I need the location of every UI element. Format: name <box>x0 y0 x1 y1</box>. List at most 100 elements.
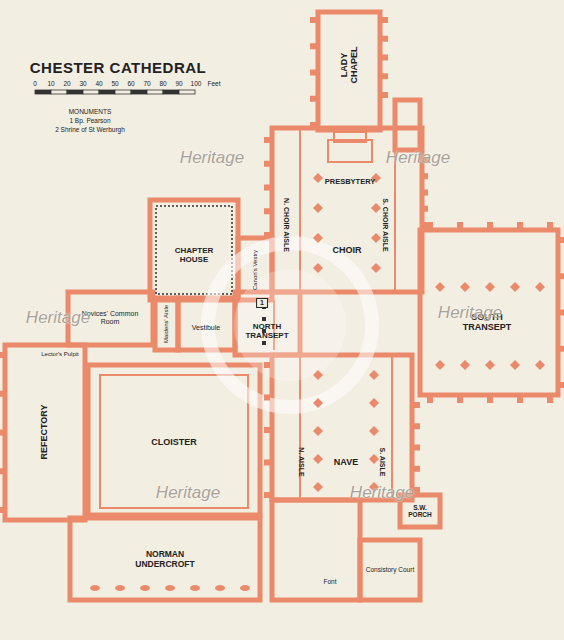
room-label: CLOISTER <box>151 437 197 447</box>
buttress <box>382 17 388 23</box>
pier <box>485 282 495 292</box>
buttress <box>558 273 564 279</box>
column <box>115 585 125 591</box>
pier <box>313 233 323 243</box>
pier <box>435 360 445 370</box>
walls <box>5 12 558 600</box>
scale-number: 90 <box>175 80 182 87</box>
column <box>240 585 250 591</box>
watermark-disc <box>234 269 346 381</box>
buttress <box>310 122 316 128</box>
pier <box>460 282 470 292</box>
pier <box>460 360 470 370</box>
room-label: S. AISLE <box>378 448 386 477</box>
watermark: Heritage <box>156 483 220 503</box>
room-label: Maidens' Aisle <box>163 305 170 343</box>
buttress <box>264 232 270 238</box>
watermark: Heritage <box>26 308 90 328</box>
room-label: NORTH TRANSEPT <box>236 322 298 340</box>
buttress <box>558 310 564 316</box>
legend-entry: 1 Bp. Pearson <box>69 117 110 124</box>
scale-number: 60 <box>127 80 134 87</box>
buttress <box>547 222 553 228</box>
buttress <box>457 222 463 228</box>
scale-bar <box>163 90 179 94</box>
pier <box>313 203 323 213</box>
buttress <box>414 402 420 408</box>
buttress <box>422 173 428 179</box>
pier <box>369 426 379 436</box>
legend-entry: 2 Shrine of St Werburgh <box>55 126 125 133</box>
pier <box>369 454 379 464</box>
pier <box>313 173 323 183</box>
pier <box>313 482 323 492</box>
buttress <box>517 222 523 228</box>
scale-number: 70 <box>143 80 150 87</box>
pier <box>510 360 520 370</box>
room-label: CHOIR <box>333 245 362 255</box>
buttress <box>558 237 564 243</box>
column <box>262 341 266 345</box>
scale-number: 20 <box>63 80 70 87</box>
scale-bar <box>115 90 131 94</box>
room-label: S.W. PORCH <box>402 504 438 519</box>
room-label: N. AISLE <box>297 447 305 476</box>
buttress <box>0 468 6 474</box>
pier <box>313 454 323 464</box>
buttress <box>264 427 270 433</box>
buttress <box>310 17 316 23</box>
scale-number: 80 <box>159 80 166 87</box>
column <box>90 585 100 591</box>
scale-bar <box>179 90 195 94</box>
scale-number: 10 <box>47 80 54 87</box>
watermark: Heritage <box>386 148 450 168</box>
buttress <box>0 391 6 397</box>
buttress <box>382 92 388 98</box>
buttress <box>414 423 420 429</box>
room-label: CHAPTER HOUSE <box>164 246 224 264</box>
column <box>262 317 266 321</box>
scale-bar <box>147 90 163 94</box>
buttress <box>264 161 270 167</box>
buttress <box>264 395 270 401</box>
room-label: PRESBYTERY <box>325 178 376 187</box>
pier <box>485 360 495 370</box>
buttress <box>457 397 463 403</box>
buttress <box>264 208 270 214</box>
buttress <box>0 352 6 358</box>
pier <box>369 398 379 408</box>
column <box>215 585 225 591</box>
buttress <box>264 185 270 191</box>
column <box>140 585 150 591</box>
buttress <box>414 445 420 451</box>
buttress <box>264 137 270 143</box>
scale-bar <box>83 90 99 94</box>
buttress <box>382 36 388 42</box>
buttress <box>558 382 564 388</box>
scale-number: 30 <box>79 80 86 87</box>
map-title: CHESTER CATHEDRAL <box>30 59 207 76</box>
scale-bar <box>67 90 83 94</box>
pier <box>313 398 323 408</box>
watermark: Heritage <box>350 483 414 503</box>
room-label: REFECTORY <box>39 404 49 459</box>
pier <box>435 282 445 292</box>
buttress <box>264 362 270 368</box>
room-label: Consistory Court <box>365 566 415 573</box>
room-label: Lector's Pulpit <box>41 351 79 358</box>
buttress <box>422 206 428 212</box>
pier <box>510 282 520 292</box>
legend-heading: MONUMENTS <box>69 108 112 115</box>
scale-bar <box>131 90 147 94</box>
room-label: NORMAN UNDERCROFT <box>120 550 210 570</box>
scale-number: 50 <box>111 80 118 87</box>
buttress <box>310 96 316 102</box>
buttress <box>0 507 6 513</box>
column <box>190 585 200 591</box>
buttress <box>382 55 388 61</box>
room-label: LADY CHAPEL <box>339 35 360 95</box>
pier <box>535 360 545 370</box>
buttress <box>264 492 270 498</box>
column <box>165 585 175 591</box>
